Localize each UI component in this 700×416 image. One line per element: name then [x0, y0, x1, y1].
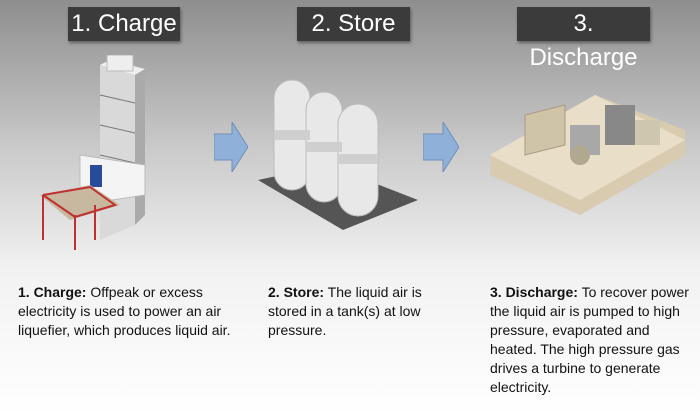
- arrow-icon: [214, 122, 248, 172]
- step-3-text: To recover power the liquid air is pumpe…: [490, 284, 689, 395]
- storage-tanks-illustration: [258, 79, 418, 230]
- air-liquefier-illustration: [40, 55, 146, 250]
- step-2-header: 2. Store: [297, 7, 410, 41]
- step-2-description: 2. Store: The liquid air is stored in a …: [268, 283, 438, 340]
- turbine-plant-illustration: [490, 95, 685, 215]
- step-3-description: 3. Discharge: To recover power the liqui…: [490, 283, 695, 397]
- step-3-header: 3. Discharge: [517, 7, 650, 71]
- step-2-label: 2. Store:: [268, 284, 325, 300]
- step-1-label: 1. Charge:: [18, 284, 87, 300]
- arrow-icon: [423, 122, 459, 172]
- step-2-text: The liquid air is stored in a tank(s) at…: [268, 284, 422, 338]
- step-1-text: Offpeak or excess electricity is used to…: [18, 284, 231, 338]
- step-1-description: 1. Charge: Offpeak or excess electricity…: [18, 283, 248, 340]
- step-3-label: 3. Discharge:: [490, 284, 578, 300]
- step-1-header: 1. Charge: [68, 7, 180, 41]
